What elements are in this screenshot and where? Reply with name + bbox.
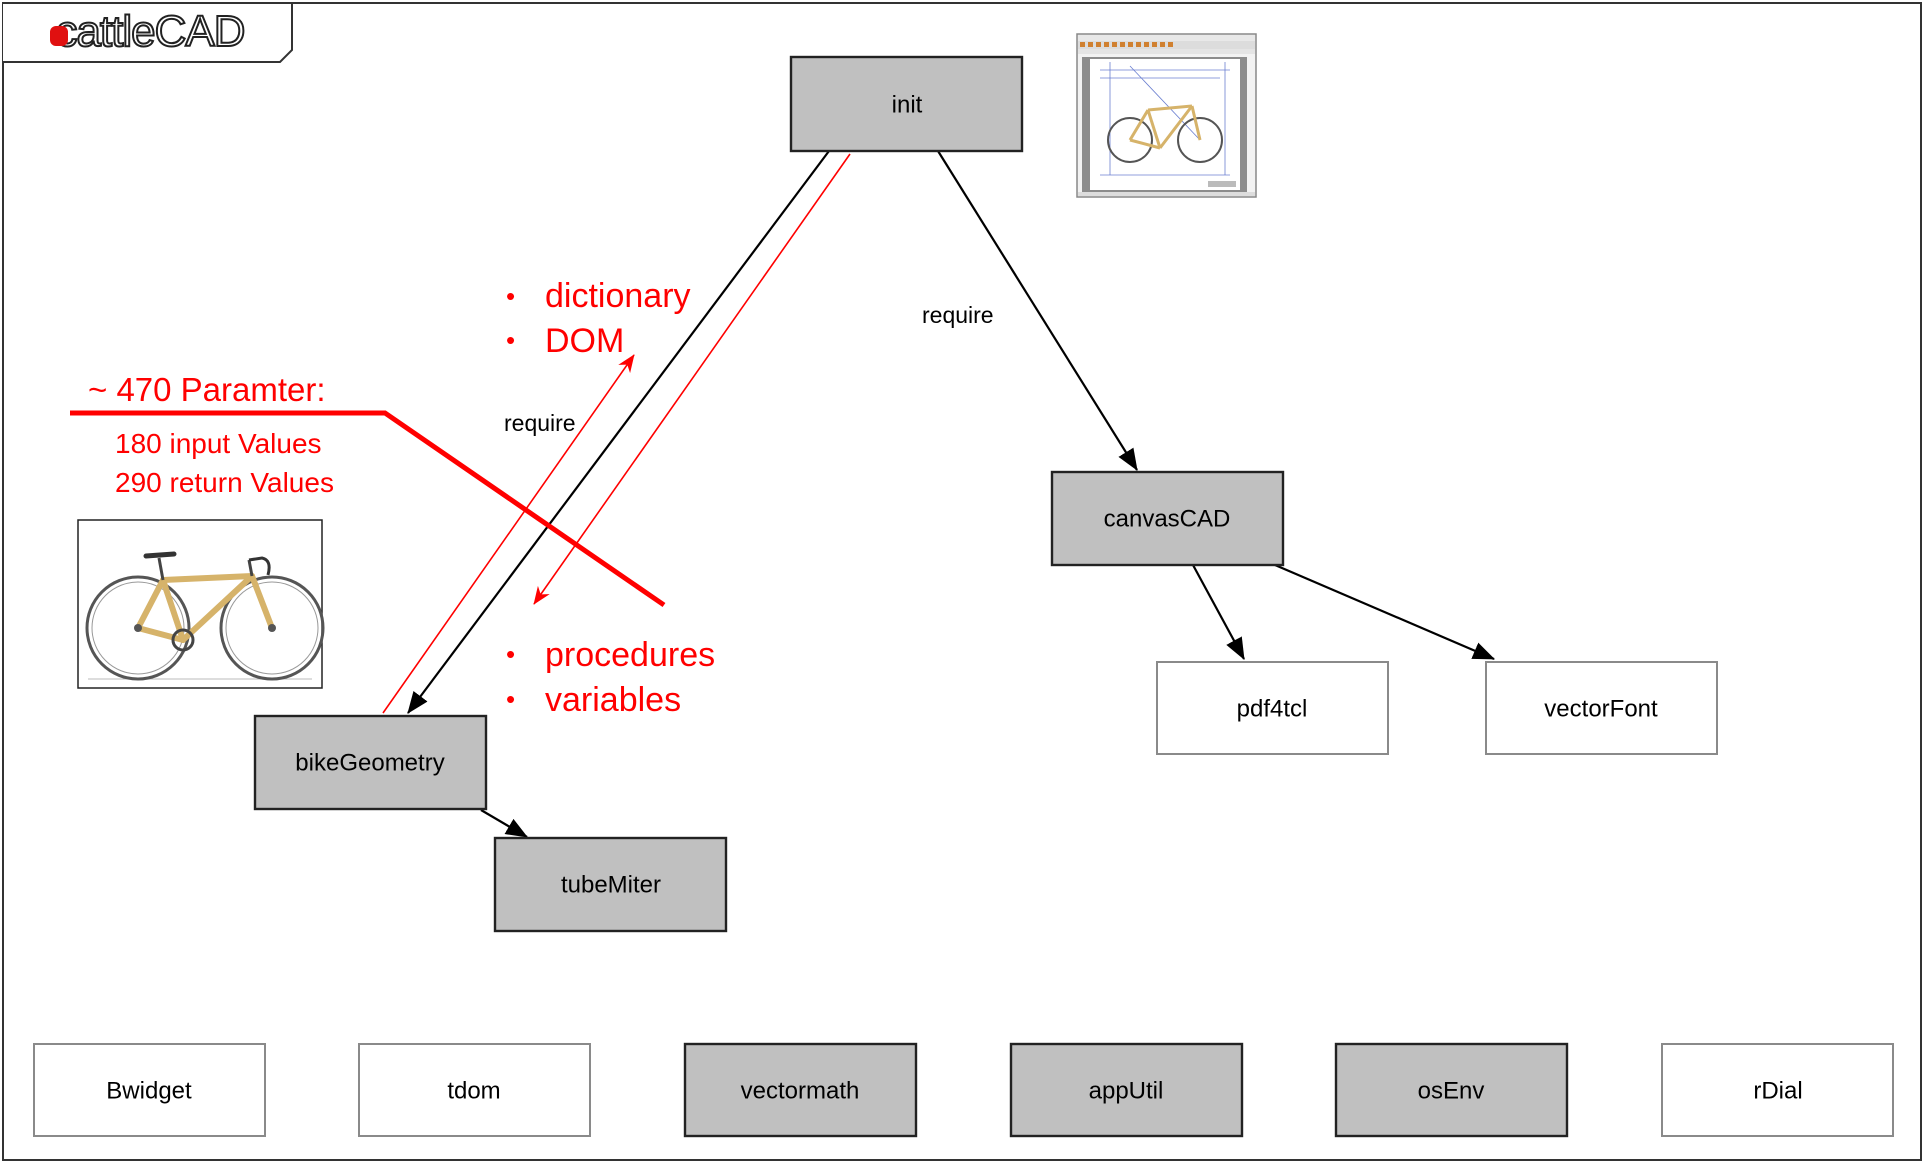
param-input-values: 180 input Values bbox=[115, 428, 322, 459]
lib-bwidget-label: Bwidget bbox=[106, 1077, 192, 1104]
import-bullet-procedures: procedures bbox=[545, 636, 715, 674]
edge-bikegeometry-tubemiter bbox=[480, 809, 528, 838]
node-bikegeometry: bikeGeometry bbox=[253, 714, 488, 811]
lib-tdom-label: tdom bbox=[447, 1077, 500, 1104]
lib-osenv-label: osEnv bbox=[1418, 1077, 1485, 1104]
lib-apputil-label: appUtil bbox=[1089, 1077, 1164, 1104]
lib-rdial-label: rDial bbox=[1753, 1077, 1802, 1104]
edge-canvascad-pdf4tcl bbox=[1192, 564, 1245, 660]
node-init: init bbox=[789, 55, 1024, 153]
lib-vectormath-label: vectormath bbox=[741, 1077, 860, 1104]
node-vectorfont: vectorFont bbox=[1485, 661, 1718, 755]
require-label-left: require bbox=[504, 410, 576, 436]
app-screenshot-thumbnail bbox=[1076, 33, 1257, 198]
node-canvascad-label: canvasCAD bbox=[1104, 505, 1231, 532]
param-bracket bbox=[70, 410, 666, 608]
lib-bwidget: Bwidget bbox=[33, 1043, 266, 1137]
node-canvascad: canvasCAD bbox=[1050, 470, 1285, 567]
bullet-dot: • bbox=[506, 281, 515, 311]
edge-init-bikegeometry bbox=[407, 150, 830, 714]
node-vectorfont-label: vectorFont bbox=[1544, 695, 1658, 722]
lib-tdom: tdom bbox=[358, 1043, 591, 1137]
bullet-dot: • bbox=[506, 684, 515, 714]
logo-text: cattleCAD bbox=[55, 7, 244, 56]
edge-init-canvascad bbox=[937, 150, 1138, 471]
param-title: ~ 470 Paramter: bbox=[88, 371, 326, 408]
import-bullets: • procedures • variables bbox=[506, 636, 715, 719]
lib-osenv: osEnv bbox=[1334, 1042, 1569, 1138]
lib-vectormath: vectormath bbox=[683, 1042, 918, 1138]
node-bikegeometry-label: bikeGeometry bbox=[295, 749, 444, 776]
export-bullet-dictionary: dictionary bbox=[545, 277, 691, 315]
node-pdf4tcl: pdf4tcl bbox=[1156, 661, 1389, 755]
bullet-dot: • bbox=[506, 325, 515, 355]
bicycle-illustration bbox=[77, 519, 325, 689]
red-arrow-import bbox=[533, 153, 851, 605]
edge-canvascad-vectorfont bbox=[1274, 563, 1496, 661]
logo-tab: cattleCAD bbox=[3, 2, 293, 63]
front-wheel bbox=[219, 575, 325, 681]
red-arrow-export bbox=[382, 354, 635, 714]
cattlecad-logo: cattleCAD bbox=[50, 6, 247, 57]
import-bullet-variables: variables bbox=[545, 681, 681, 719]
logo-red-accent bbox=[50, 26, 68, 46]
lib-apputil: appUtil bbox=[1009, 1042, 1244, 1138]
require-label-right: require bbox=[922, 302, 994, 328]
node-tubemiter: tubeMiter bbox=[493, 836, 728, 933]
param-return-values: 290 return Values bbox=[115, 467, 334, 498]
export-bullet-dom: DOM bbox=[545, 322, 624, 360]
node-tubemiter-label: tubeMiter bbox=[561, 871, 661, 898]
rear-wheel bbox=[85, 575, 191, 681]
lib-rdial: rDial bbox=[1661, 1043, 1894, 1137]
node-init-label: init bbox=[892, 91, 923, 118]
bullet-dot: • bbox=[506, 639, 515, 669]
node-pdf4tcl-label: pdf4tcl bbox=[1237, 695, 1308, 722]
export-bullets: • dictionary • DOM bbox=[506, 277, 691, 360]
